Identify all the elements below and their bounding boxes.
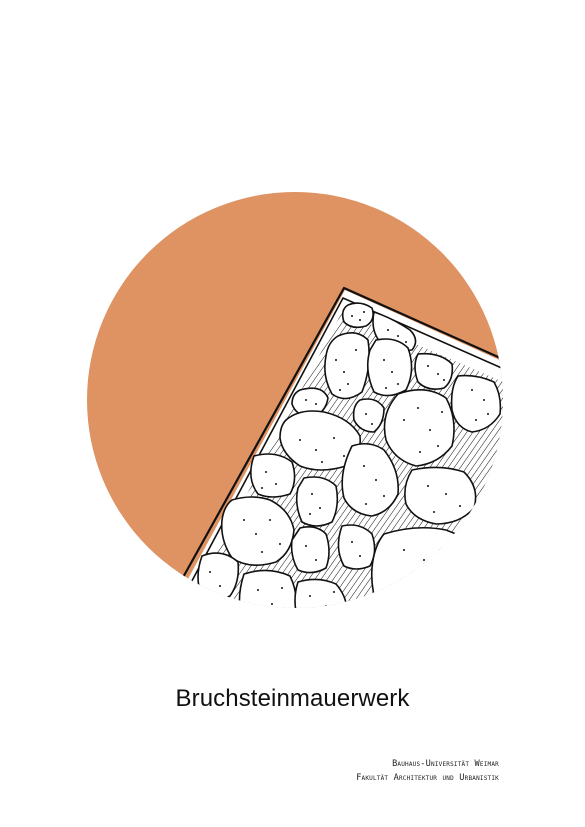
stone xyxy=(341,442,400,517)
stone xyxy=(187,598,216,608)
stone xyxy=(337,524,376,570)
stone xyxy=(414,352,454,390)
stone xyxy=(370,526,490,608)
stone xyxy=(450,374,502,433)
stone xyxy=(295,476,339,527)
stone xyxy=(324,332,370,400)
wall-inner-edge xyxy=(185,297,503,593)
poster-title: Bruchsteinmauerwerk xyxy=(175,685,410,712)
stone xyxy=(197,552,240,601)
stone xyxy=(250,453,296,498)
stone xyxy=(383,389,455,467)
wall-outer-edge xyxy=(175,286,503,591)
stone xyxy=(220,496,295,566)
stone xyxy=(404,466,477,525)
credit-university: Bauhaus-Universität Weimar xyxy=(392,759,499,769)
credit-faculty: Fakultät Architektur und Urbanistik xyxy=(356,773,499,783)
stone xyxy=(352,398,385,433)
stone xyxy=(238,569,298,608)
stone xyxy=(366,338,413,397)
stone xyxy=(341,302,374,329)
stone xyxy=(290,526,330,574)
